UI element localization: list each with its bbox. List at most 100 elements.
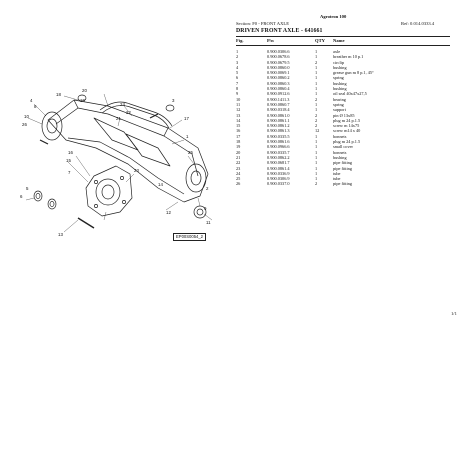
row-quantity: 1	[315, 54, 318, 60]
row-part-number: 0.900.0337.0	[267, 181, 290, 187]
svg-text:13: 13	[58, 232, 63, 237]
svg-text:6: 6	[20, 194, 23, 199]
table-row: 4 0.900.0860.0 1 bushing	[236, 65, 450, 70]
row-fig: 4	[236, 64, 239, 70]
svg-text:1: 1	[186, 134, 189, 139]
row-name: bushing	[333, 154, 347, 160]
row-name: spring	[333, 75, 344, 81]
page-number: 1/1	[451, 311, 457, 316]
row-name: bearing	[333, 96, 346, 102]
header-rule-top	[236, 36, 450, 37]
row-name: bushing	[333, 64, 347, 70]
ring-top-2	[165, 104, 175, 112]
svg-text:15: 15	[66, 158, 71, 163]
row-quantity: 2	[315, 112, 318, 118]
row-quantity: 1	[315, 91, 318, 97]
diagram-caption: EP00S0054_2	[173, 233, 207, 241]
row-fig: 10	[236, 96, 241, 102]
row-name: screw m 14x75	[333, 123, 360, 129]
row-fig: 8	[236, 86, 239, 92]
row-name: pipe fitting	[333, 181, 352, 187]
row-name: oil seal 40x47x27,5	[333, 91, 367, 97]
row-quantity: 1	[315, 70, 318, 76]
row-quantity: 1	[315, 101, 318, 107]
table-row: 9 0.900.0912.6 1 oil seal 40x47x27,5	[236, 91, 450, 96]
row-part-number: 0.900.0860.2	[267, 75, 290, 81]
row-fig: 1	[236, 49, 239, 54]
row-part-number: 0.900.0861.2	[267, 123, 290, 129]
row-part-number: 0.900.0318.4	[267, 107, 290, 113]
row-part-number: 0.900.0912.6	[267, 91, 290, 97]
row-fig: 13	[236, 112, 241, 118]
svg-text:24: 24	[120, 102, 125, 107]
row-fig: 23	[236, 165, 241, 171]
svg-text:19: 19	[80, 98, 85, 103]
row-fig: 5	[236, 70, 239, 76]
row-fig: 16	[236, 128, 241, 134]
row-part-number: 0.900.0681.7	[267, 160, 290, 166]
row-name: breather m 10 p.1	[333, 54, 364, 60]
row-quantity: 1	[315, 170, 318, 176]
row-fig: 24	[236, 170, 241, 176]
row-quantity: 2	[315, 59, 318, 65]
row-part-number: 0.900.0860.0	[267, 64, 290, 70]
svg-text:23: 23	[134, 168, 139, 173]
svg-text:17: 17	[184, 116, 189, 121]
row-quantity: 1	[315, 139, 318, 145]
bushing-left	[33, 190, 43, 202]
right-hub	[185, 163, 207, 193]
row-quantity: 1	[315, 64, 318, 70]
row-part-number: 0.900.0335.7	[267, 149, 290, 155]
svg-text:12: 12	[166, 210, 171, 215]
row-part-number: 0.900.0861.4	[267, 165, 290, 171]
page-title: DRIVEN FRONT AXLE - 641661	[236, 28, 323, 34]
row-quantity: 1	[315, 86, 318, 92]
row-part-number: 0.900.0861.3	[267, 128, 290, 134]
svg-text:2: 2	[206, 186, 209, 191]
row-quantity: 2	[315, 117, 318, 123]
row-part-number: 0.900.0306.9	[267, 176, 290, 182]
svg-text:10: 10	[24, 114, 29, 119]
exploded-axle-diagram: 4 18 8 20 19 24 22 17 1 25 10 26 3 16 15…	[20, 88, 213, 237]
row-part-number: 0.900.0336.9	[267, 170, 290, 176]
row-quantity: 2	[315, 96, 318, 102]
row-name: pipe fitting	[333, 160, 352, 166]
svg-text:26: 26	[22, 122, 27, 127]
col-header-name: Name	[333, 38, 345, 43]
row-fig: 20	[236, 149, 241, 155]
row-name: axle	[333, 49, 341, 54]
row-quantity: 2	[315, 181, 318, 187]
row-fig: 9	[236, 91, 239, 97]
row-fig: 19	[236, 144, 241, 150]
row-quantity: 1	[315, 149, 318, 155]
row-quantity: 1	[315, 144, 318, 150]
row-fig: 22	[236, 160, 241, 166]
pipe-tube	[99, 101, 173, 127]
row-name: spring	[333, 101, 344, 107]
row-fig: 6	[236, 75, 239, 81]
row-part-number: 0.900.0335.5	[267, 133, 290, 139]
svg-text:11: 11	[206, 220, 211, 225]
row-part-number: 0.900.0860.3	[267, 80, 290, 86]
col-header-pn: P/n	[267, 38, 274, 43]
row-fig: 25	[236, 176, 241, 182]
row-fig: 21	[236, 154, 241, 160]
row-part-number: 0.900.0862.2	[267, 154, 290, 160]
row-part-number: 0.900.0861.6	[267, 139, 290, 145]
row-quantity: 1	[315, 107, 318, 113]
row-name: circlip	[333, 59, 344, 65]
ring-top	[77, 94, 87, 102]
